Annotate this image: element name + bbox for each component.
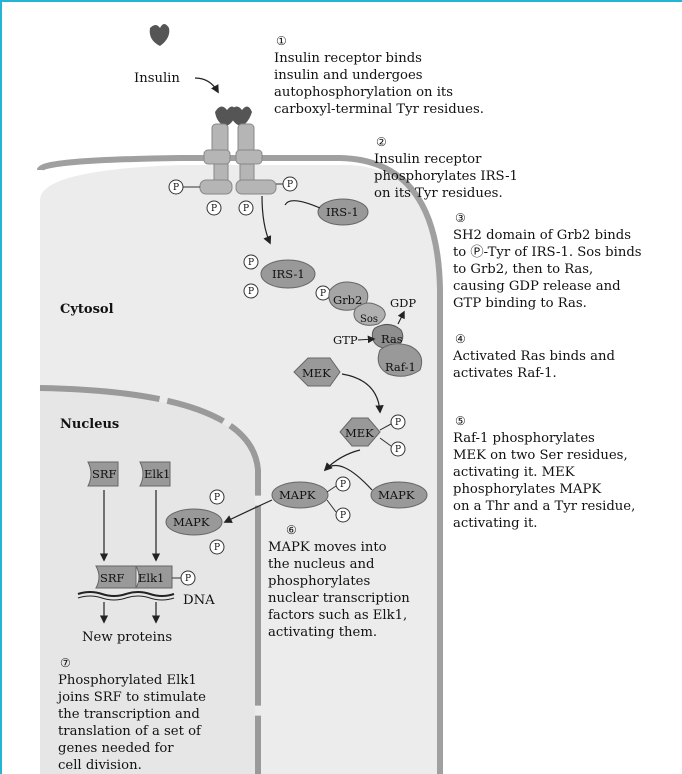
step-4-text: ④ Activated Ras binds and activates Raf-… [452, 332, 615, 381]
svg-text:factors such as Elk1,: factors such as Elk1, [268, 608, 407, 623]
insulin-molecule [150, 24, 170, 46]
svg-text:the nucleus and: the nucleus and [268, 557, 375, 572]
p-label: P [243, 204, 249, 214]
svg-text:carboxyl-terminal Tyr residues: carboxyl-terminal Tyr residues. [274, 102, 484, 117]
svg-text:nuclear transcription: nuclear transcription [268, 591, 410, 606]
mek-label: MEK [302, 366, 331, 380]
svg-text:to Ⓟ-Tyr of IRS-1. Sos binds: to Ⓟ-Tyr of IRS-1. Sos binds [453, 244, 642, 260]
p-label: P [395, 418, 401, 428]
dna-label: DNA [183, 593, 215, 608]
svg-text:Insulin receptor binds: Insulin receptor binds [274, 51, 422, 66]
step-1-text: ① Insulin receptor binds insulin and und… [274, 34, 484, 117]
p-label: P [248, 258, 254, 268]
irs1-p-label: IRS-1 [272, 267, 305, 281]
svg-text:Insulin receptor: Insulin receptor [374, 152, 482, 167]
p-label: P [340, 511, 346, 521]
srf-label: SRF [92, 467, 117, 481]
p-label: P [214, 493, 220, 503]
svg-text:⑤: ⑤ [455, 414, 466, 428]
svg-text:⑥: ⑥ [286, 523, 297, 537]
step-2-text: ② Insulin receptor phosphorylates IRS-1 … [374, 135, 518, 201]
svg-text:⑦: ⑦ [60, 656, 71, 670]
svg-text:activating it.: activating it. [453, 516, 537, 531]
insulin-arrow [195, 78, 218, 92]
svg-text:activating them.: activating them. [268, 625, 377, 640]
svg-text:on its Tyr residues.: on its Tyr residues. [374, 186, 503, 201]
elk1-bound-label: Elk1 [138, 571, 164, 585]
svg-text:SH2 domain of Grb2 binds: SH2 domain of Grb2 binds [453, 228, 631, 243]
p-label: P [211, 204, 217, 214]
p-label: P [320, 289, 326, 299]
mek-active-label: MEK [345, 426, 374, 440]
svg-text:activates Raf-1.: activates Raf-1. [453, 366, 557, 381]
new-proteins-label: New proteins [82, 630, 172, 645]
svg-text:MAPK moves into: MAPK moves into [268, 540, 387, 555]
step-3-text: ③ SH2 domain of Grb2 binds to Ⓟ-Tyr of I… [453, 211, 642, 311]
gtp-label: GTP [333, 333, 358, 347]
gdp-label: GDP [390, 296, 416, 310]
svg-text:to Grb2, then to Ras,: to Grb2, then to Ras, [453, 262, 593, 277]
srf-bound-label: SRF [100, 571, 125, 585]
p-label: P [185, 574, 191, 584]
svg-text:cell division.: cell division. [58, 758, 142, 773]
p-label: P [173, 183, 179, 193]
elk1-label: Elk1 [144, 467, 170, 481]
svg-text:the transcription and: the transcription and [58, 707, 200, 722]
svg-text:①: ① [276, 34, 287, 48]
svg-text:translation of a set of: translation of a set of [58, 724, 202, 739]
p-label: P [340, 480, 346, 490]
mapk-nuclear-label: MAPK [173, 515, 210, 529]
svg-text:Raf-1 phosphorylates: Raf-1 phosphorylates [453, 431, 595, 446]
svg-text:②: ② [376, 135, 387, 149]
svg-text:③: ③ [455, 211, 466, 225]
step-5-text: ⑤ Raf-1 phosphorylates MEK on two Ser re… [453, 414, 635, 531]
mapk-p-label: MAPK [279, 488, 316, 502]
grb2-label: Grb2 [333, 293, 362, 307]
svg-text:phosphorylates MAPK: phosphorylates MAPK [453, 482, 602, 497]
mapk-label: MAPK [378, 488, 415, 502]
svg-text:Phosphorylated Elk1: Phosphorylated Elk1 [58, 673, 197, 688]
svg-text:activating it. MEK: activating it. MEK [453, 465, 576, 480]
nucleus-label: Nucleus [60, 417, 119, 432]
p-label: P [214, 543, 220, 553]
svg-text:on a Thr and a Tyr residue,: on a Thr and a Tyr residue, [453, 499, 635, 514]
svg-text:insulin and undergoes: insulin and undergoes [274, 68, 423, 83]
svg-text:phosphorylates: phosphorylates [268, 574, 370, 589]
p-label: P [395, 445, 401, 455]
svg-text:causing GDP release and: causing GDP release and [453, 279, 621, 294]
raf1-label: Raf-1 [385, 360, 416, 374]
p-label: P [287, 180, 293, 190]
svg-text:GTP binding to Ras.: GTP binding to Ras. [453, 296, 587, 311]
svg-text:genes needed for: genes needed for [58, 741, 174, 756]
svg-text:Activated Ras binds and: Activated Ras binds and [452, 349, 615, 364]
svg-text:autophosphorylation on its: autophosphorylation on its [274, 85, 453, 100]
svg-text:MEK on two Ser residues,: MEK on two Ser residues, [453, 448, 628, 463]
cytosol-label: Cytosol [60, 302, 114, 317]
sos-label: Sos [360, 314, 378, 325]
p-label: P [248, 287, 254, 297]
irs1-label: IRS-1 [326, 205, 359, 219]
svg-text:phosphorylates IRS-1: phosphorylates IRS-1 [374, 169, 518, 184]
insulin-label: Insulin [134, 71, 180, 86]
svg-text:joins SRF to stimulate: joins SRF to stimulate [56, 690, 206, 705]
svg-text:④: ④ [455, 332, 466, 346]
